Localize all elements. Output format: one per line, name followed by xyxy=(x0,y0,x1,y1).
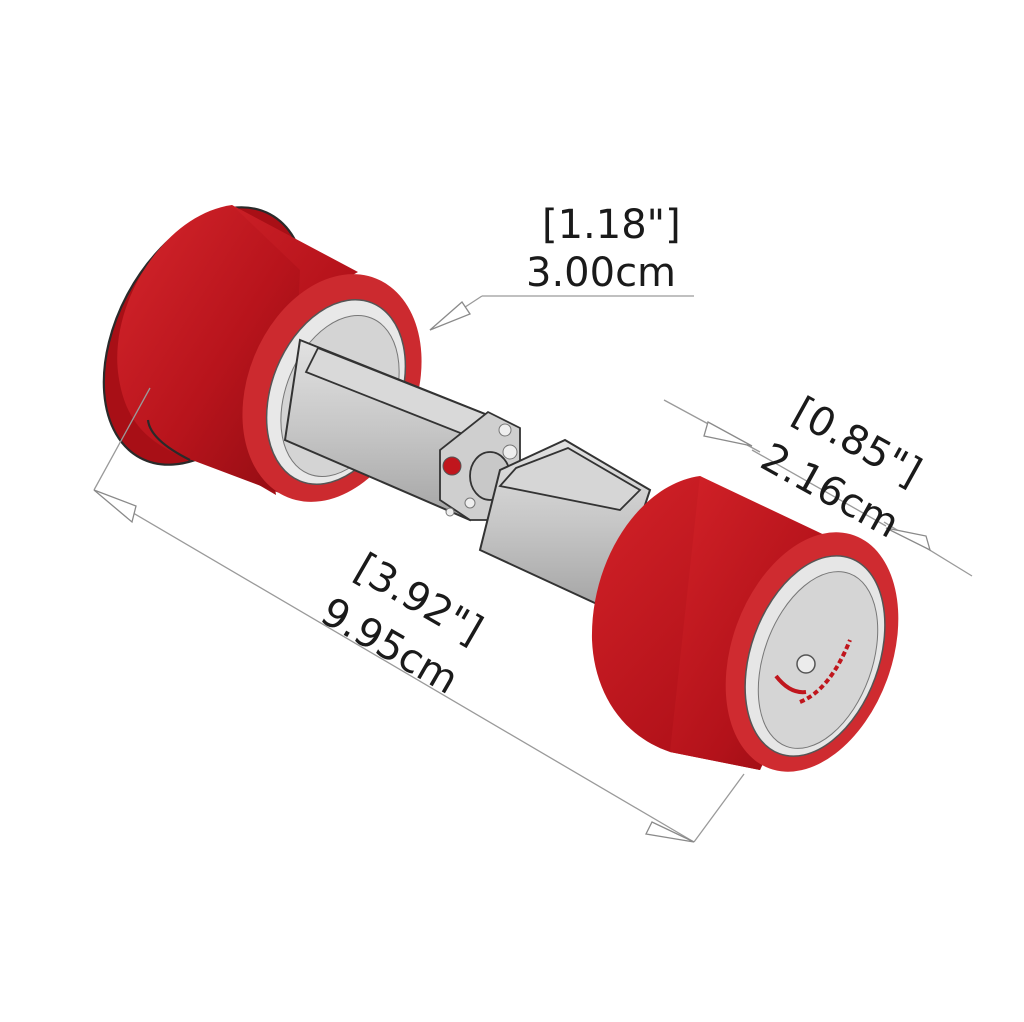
wheel-diameter-inches: [1.18"] xyxy=(542,202,681,248)
dimension-wheel-diameter: [1.18"] 3.00cm xyxy=(429,202,694,331)
right-wheel xyxy=(591,476,899,772)
wheel-diameter-cm: 3.00cm xyxy=(526,250,676,296)
